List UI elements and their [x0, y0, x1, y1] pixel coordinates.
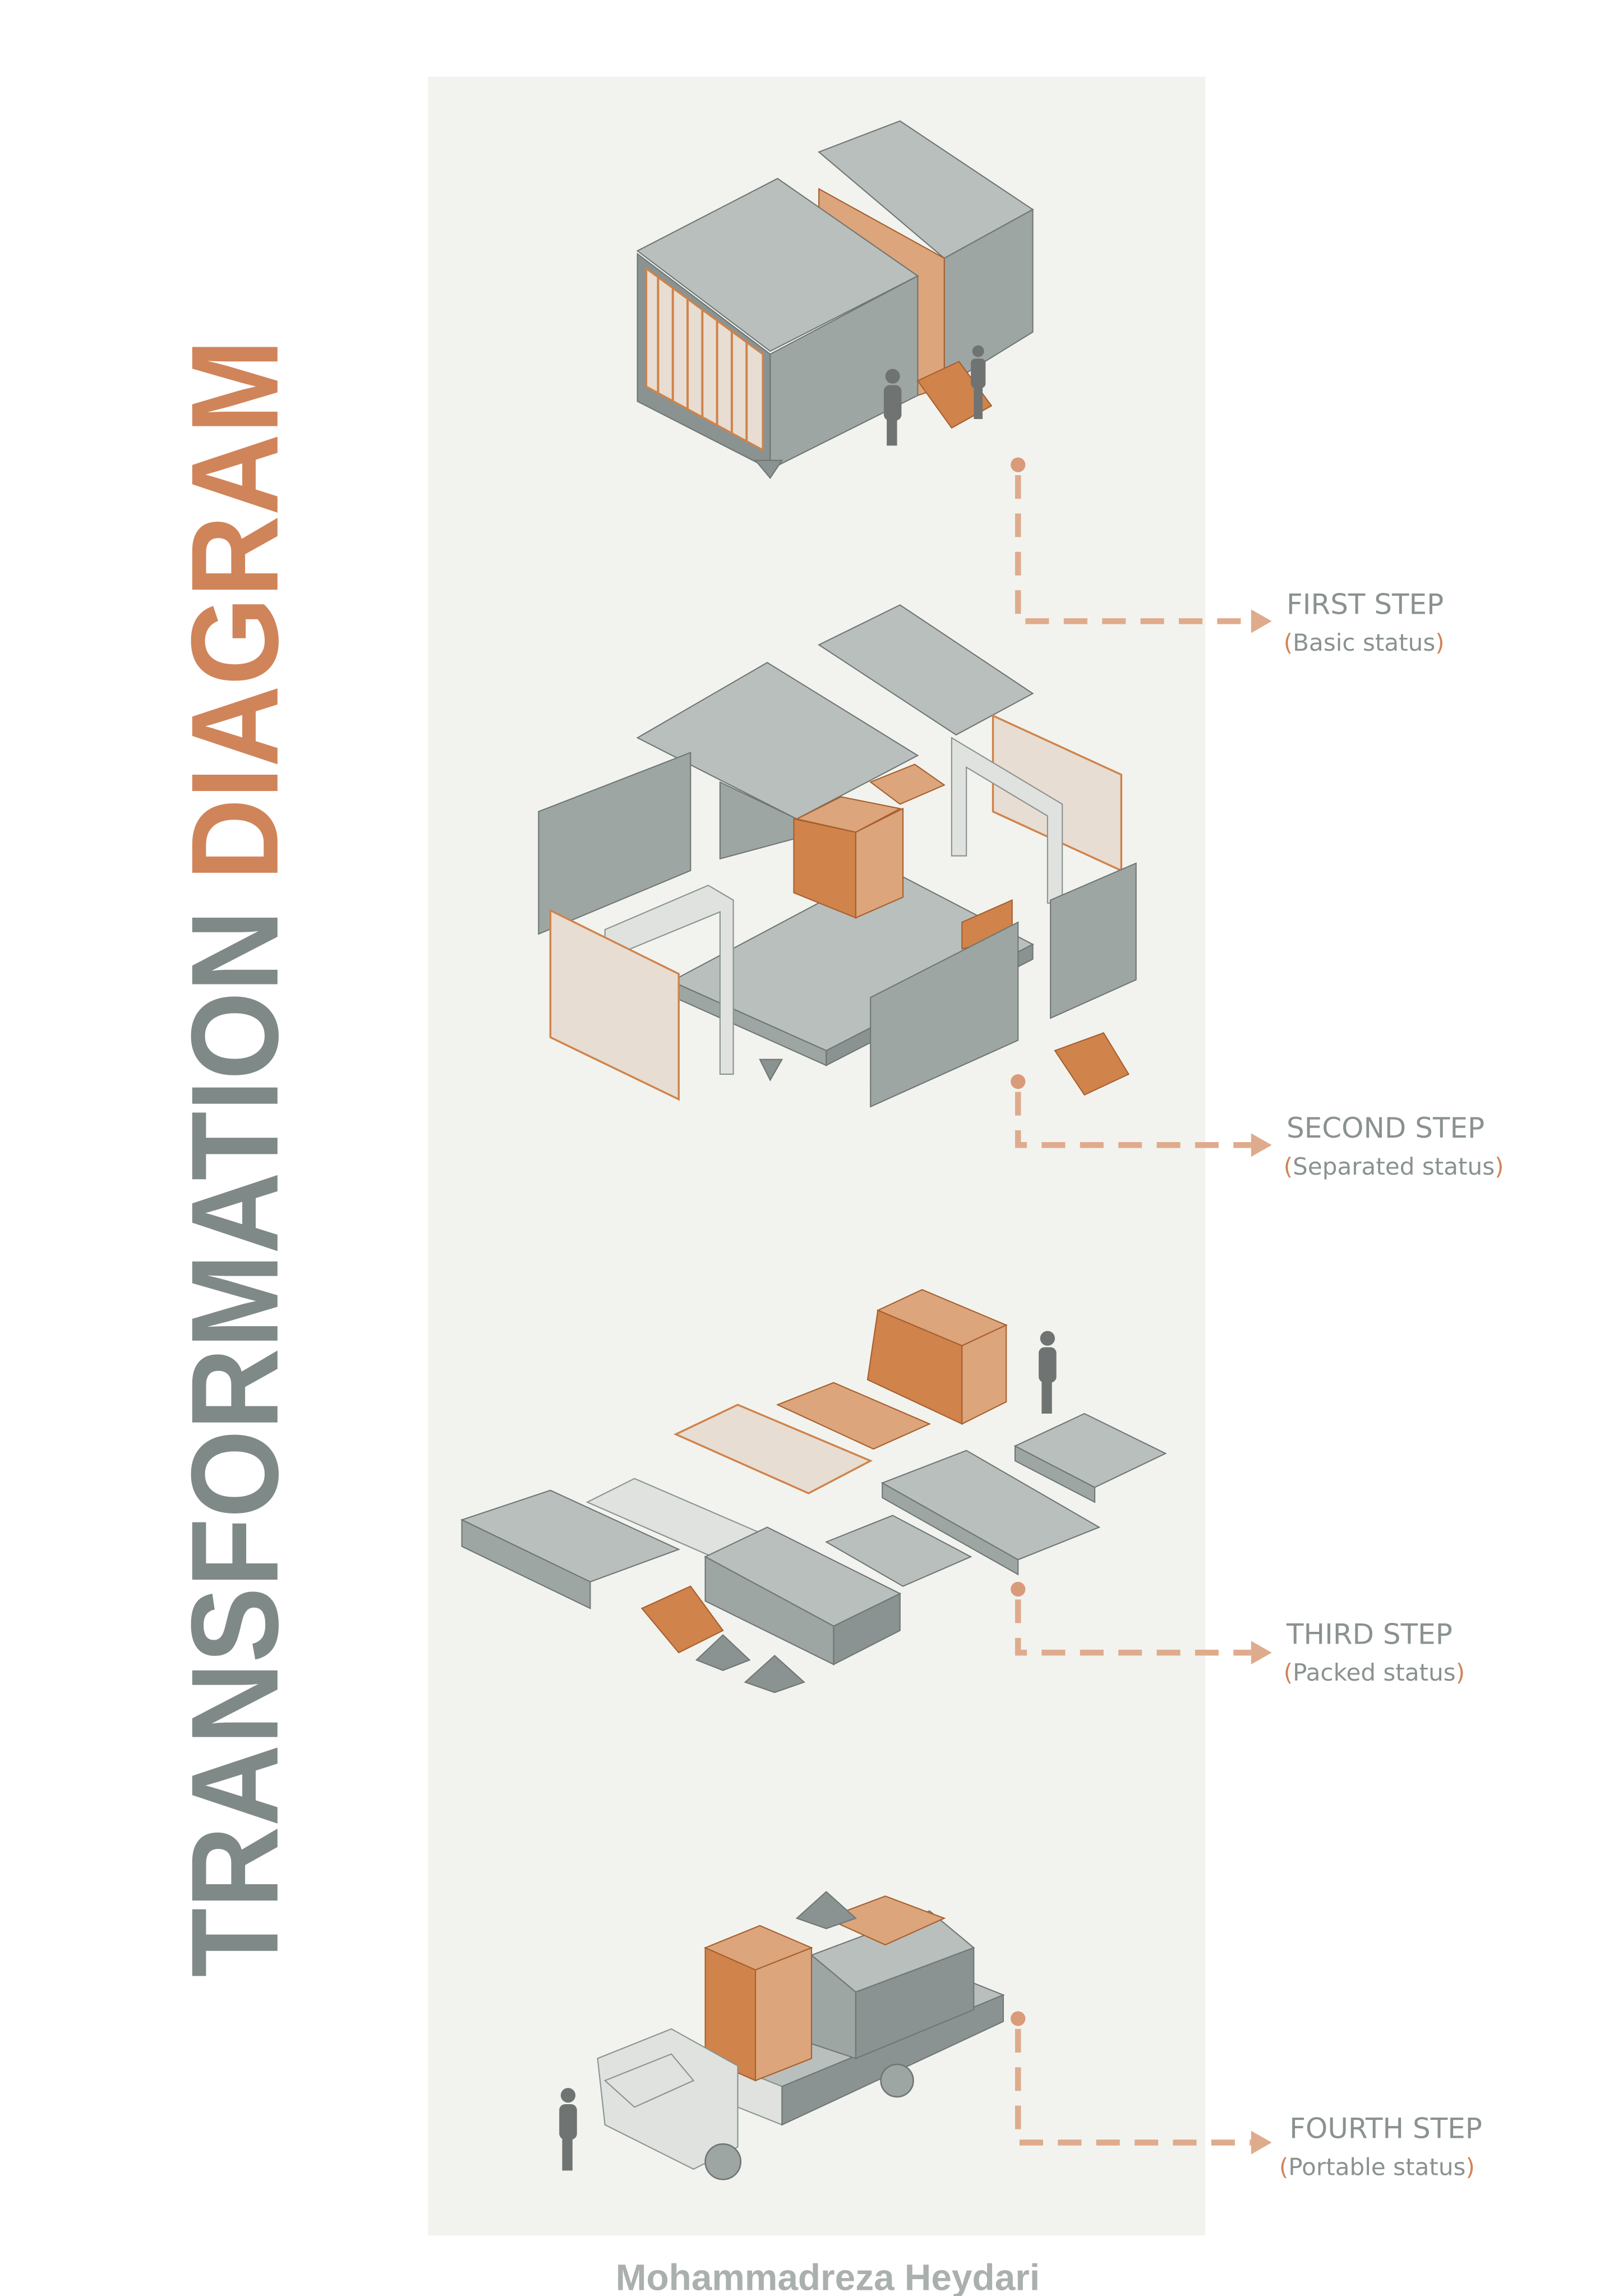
step4-label: FOURTH STEP — [1289, 2113, 1482, 2145]
step3-illustration — [460, 1289, 1167, 1694]
page-title: TRANSFORMATION DIAGRAM — [165, 339, 304, 1977]
author-name: Mohammadreza Heydari — [616, 2256, 1040, 2296]
step1-illustration — [636, 120, 1034, 480]
step4-status: (Portable status) — [1279, 2153, 1475, 2180]
connector-step2 — [1011, 1074, 1272, 1157]
connector-step1 — [1011, 457, 1272, 633]
step2-status: (Separated status) — [1284, 1153, 1504, 1180]
step3-status: (Packed status) — [1284, 1659, 1465, 1686]
step1-status: (Basic status) — [1284, 629, 1445, 656]
title-part-diagram: DIAGRAM — [165, 339, 304, 880]
connector-step4 — [1011, 2011, 1272, 2155]
step4-illustration — [559, 1890, 1005, 2180]
connector-step3 — [1011, 1581, 1272, 1665]
step2-label: SECOND STEP — [1287, 1112, 1484, 1144]
step2-illustration — [538, 604, 1137, 1108]
step1-label: FIRST STEP — [1287, 588, 1444, 620]
step3-label: THIRD STEP — [1286, 1618, 1453, 1650]
title-part-transformation: TRANSFORMATION — [165, 910, 304, 1977]
